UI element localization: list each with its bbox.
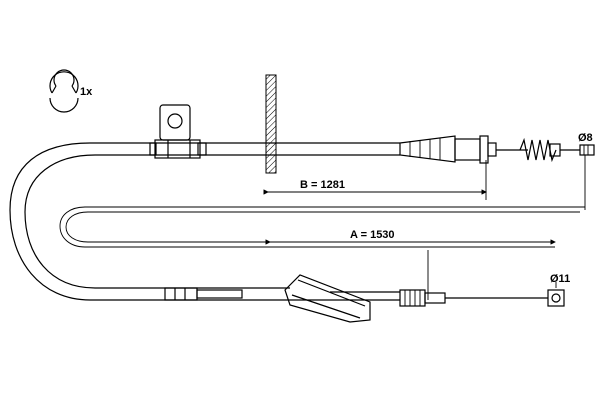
spring-icon xyxy=(519,137,580,163)
upper-end-fitting xyxy=(399,135,528,164)
lower-bracket xyxy=(284,274,400,323)
diameter-bottom-label: Ø11 xyxy=(550,273,570,285)
threaded-end-icon xyxy=(579,144,595,156)
mounting-bracket xyxy=(149,104,207,159)
dimension-a-line xyxy=(265,239,556,300)
inner-loop xyxy=(59,206,585,248)
lower-sheath-fitting xyxy=(164,287,243,301)
dimension-b-label: B = 1281 xyxy=(300,179,345,191)
lower-end-fitting xyxy=(399,289,565,307)
dimension-a-label: A = 1530 xyxy=(350,229,395,241)
diameter-top-label: Ø8 xyxy=(578,132,593,144)
cable-sheath xyxy=(9,142,400,301)
clip-icon xyxy=(49,69,79,113)
dimension-b-line xyxy=(263,160,487,200)
clip-quantity-label: 1x xyxy=(80,86,93,98)
hatched-grommet-icon xyxy=(265,74,277,174)
